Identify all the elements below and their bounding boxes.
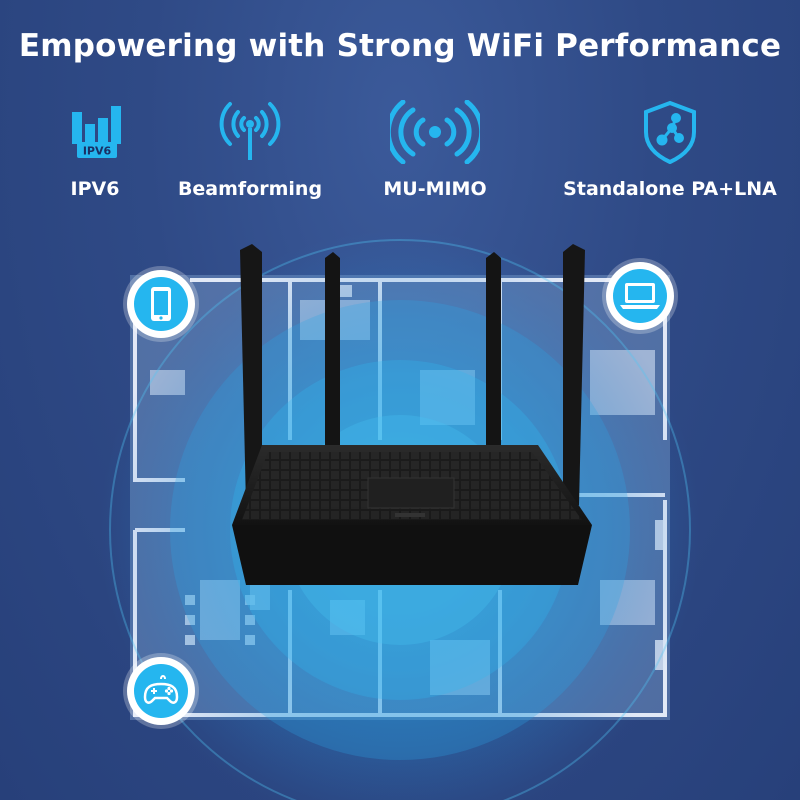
ipv6-icon-text: IPV6 [83, 145, 112, 158]
mu-mimo-waves-icon [390, 100, 480, 164]
feature-label-standalone-pa-lna: Standalone PA+LNA [563, 178, 777, 200]
feature-label-ipv6: IPV6 [70, 178, 120, 200]
device-badge-phone [127, 270, 195, 338]
feature-label-beamforming: Beamforming [177, 178, 323, 200]
feature-standalone-pa-lna: Standalone PA+LNA [560, 100, 780, 200]
ipv6-signal-icon: IPV6 [72, 106, 121, 158]
beamforming-antenna-icon [219, 102, 281, 160]
headline: Empowering with Strong WiFi Performance [18, 28, 782, 64]
device-badge-gamepad [127, 657, 195, 725]
feature-ipv6: IPV6 IPV6 [0, 100, 190, 200]
device-badge-laptop [606, 262, 674, 330]
shield-network-icon [644, 100, 696, 164]
laptop-icon [620, 283, 660, 309]
gamepad-icon [143, 675, 179, 704]
feature-beamforming: Beamforming [155, 100, 345, 200]
feature-label-mu-mimo: MU-MIMO [383, 178, 487, 200]
smartphone-icon [151, 287, 171, 321]
router-device [232, 244, 592, 585]
feature-mu-mimo: MU-MIMO [340, 100, 530, 200]
